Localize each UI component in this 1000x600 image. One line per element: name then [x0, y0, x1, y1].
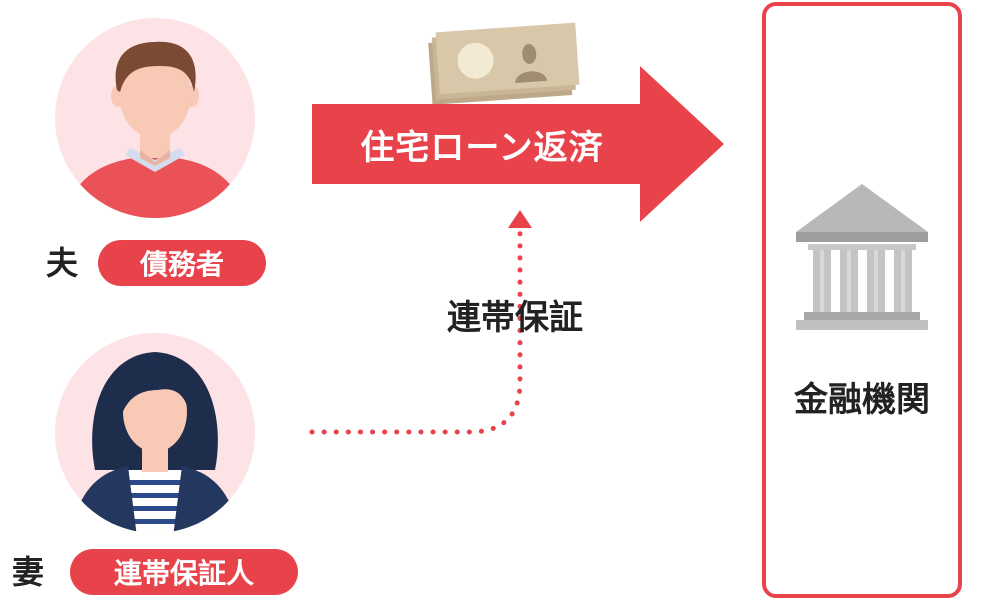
husband-label: 夫 — [46, 244, 79, 282]
man-avatar-icon — [55, 18, 255, 218]
guarantee-label: 連帯保証 — [447, 298, 583, 338]
repayment-label: 住宅ローン返済 — [360, 127, 604, 168]
bank-building-icon — [796, 184, 928, 330]
woman-avatar-icon — [55, 333, 255, 533]
banknotes-icon — [428, 22, 580, 105]
guarantee-arrowhead — [508, 210, 532, 228]
husband-role-badge: 債務者 — [98, 240, 266, 286]
repayment-arrow — [312, 66, 724, 222]
bank-box — [762, 2, 962, 598]
wife-label: 妻 — [12, 553, 45, 591]
wife-role-badge: 連帯保証人 — [70, 549, 298, 595]
bank-label: 金融機関 — [794, 380, 930, 420]
